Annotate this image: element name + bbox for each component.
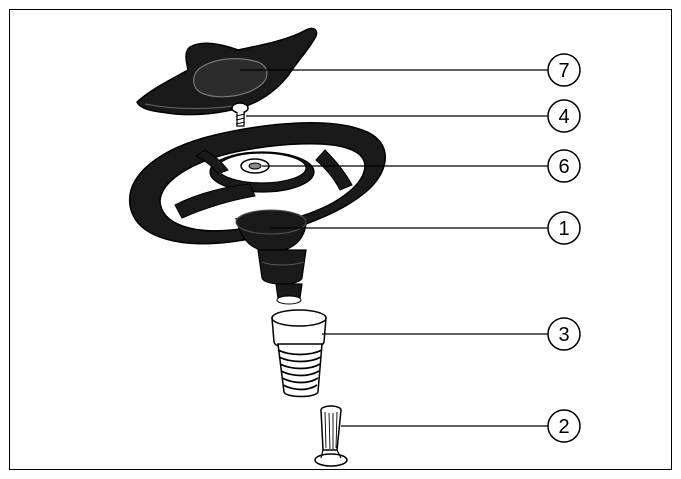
steering-wheel-part xyxy=(129,122,386,253)
callout-4: 4 xyxy=(547,99,581,133)
callout-3: 3 xyxy=(547,317,581,351)
callout-2: 2 xyxy=(547,409,581,443)
center-cover-part xyxy=(136,27,318,116)
callout-1-label: 1 xyxy=(558,218,569,240)
callout-6: 6 xyxy=(547,149,581,183)
callout-4-label: 4 xyxy=(558,106,569,128)
leader-lines xyxy=(240,69,548,427)
callout-1: 1 xyxy=(547,211,581,245)
steering-stem-part xyxy=(257,249,307,305)
callout-3-label: 3 xyxy=(558,324,569,346)
splined-pin-part xyxy=(314,405,348,467)
callout-6-label: 6 xyxy=(558,156,569,178)
callout-2-label: 2 xyxy=(558,416,569,438)
callout-7-label: 7 xyxy=(558,60,569,82)
screw-part xyxy=(231,102,249,127)
diagram-frame xyxy=(9,9,672,470)
threaded-sleeve-part xyxy=(271,309,327,398)
callout-7: 7 xyxy=(547,53,581,87)
